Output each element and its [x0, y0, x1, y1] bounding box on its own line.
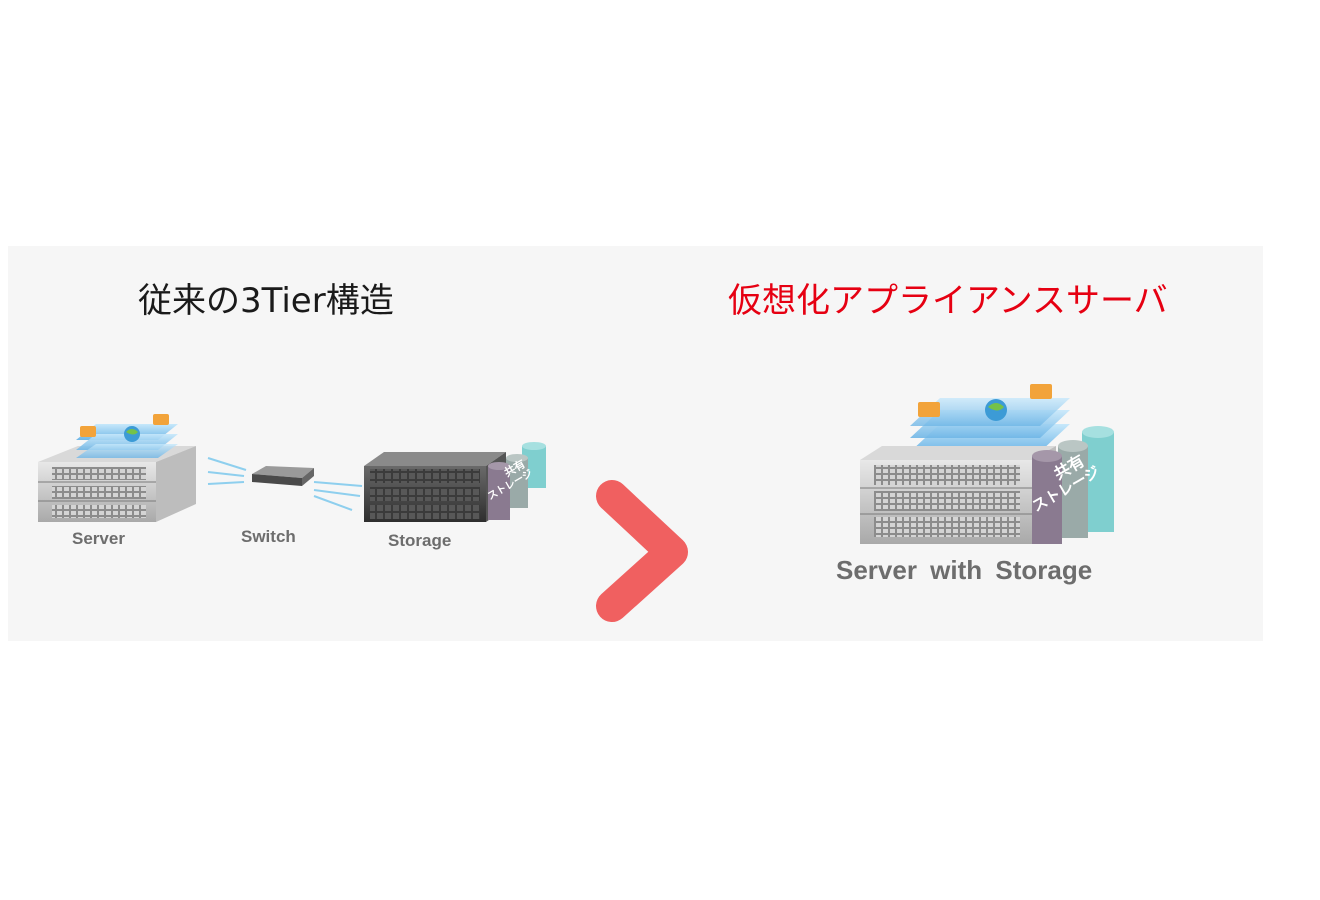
folder-icon [918, 384, 1052, 417]
network-switch-icon [252, 466, 314, 486]
folder-icon [80, 414, 169, 437]
chevron-right-arrow-icon [596, 480, 688, 622]
storage-array-icon [364, 452, 506, 522]
storage-label: Storage [388, 531, 452, 550]
globe-icon [124, 426, 140, 442]
server-label: Server [72, 529, 125, 548]
virtual-appliance-title: 仮想化アプライアンスサーバ [728, 281, 1168, 321]
network-cables [207, 457, 363, 511]
globe-icon [985, 399, 1007, 421]
switch-label: Switch [241, 527, 296, 546]
server-with-storage-label: Server with Storage [836, 555, 1093, 585]
virtual-machine-stack-icon [910, 398, 1070, 452]
traditional-3tier-title: 従来の3Tier構造 [138, 281, 394, 321]
server-rack-icon [860, 446, 1056, 544]
shared-storage-cylinders-icon: 共有 ストレージ [1029, 426, 1114, 544]
shared-storage-cylinders-icon: 共有 ストレージ [486, 442, 546, 520]
